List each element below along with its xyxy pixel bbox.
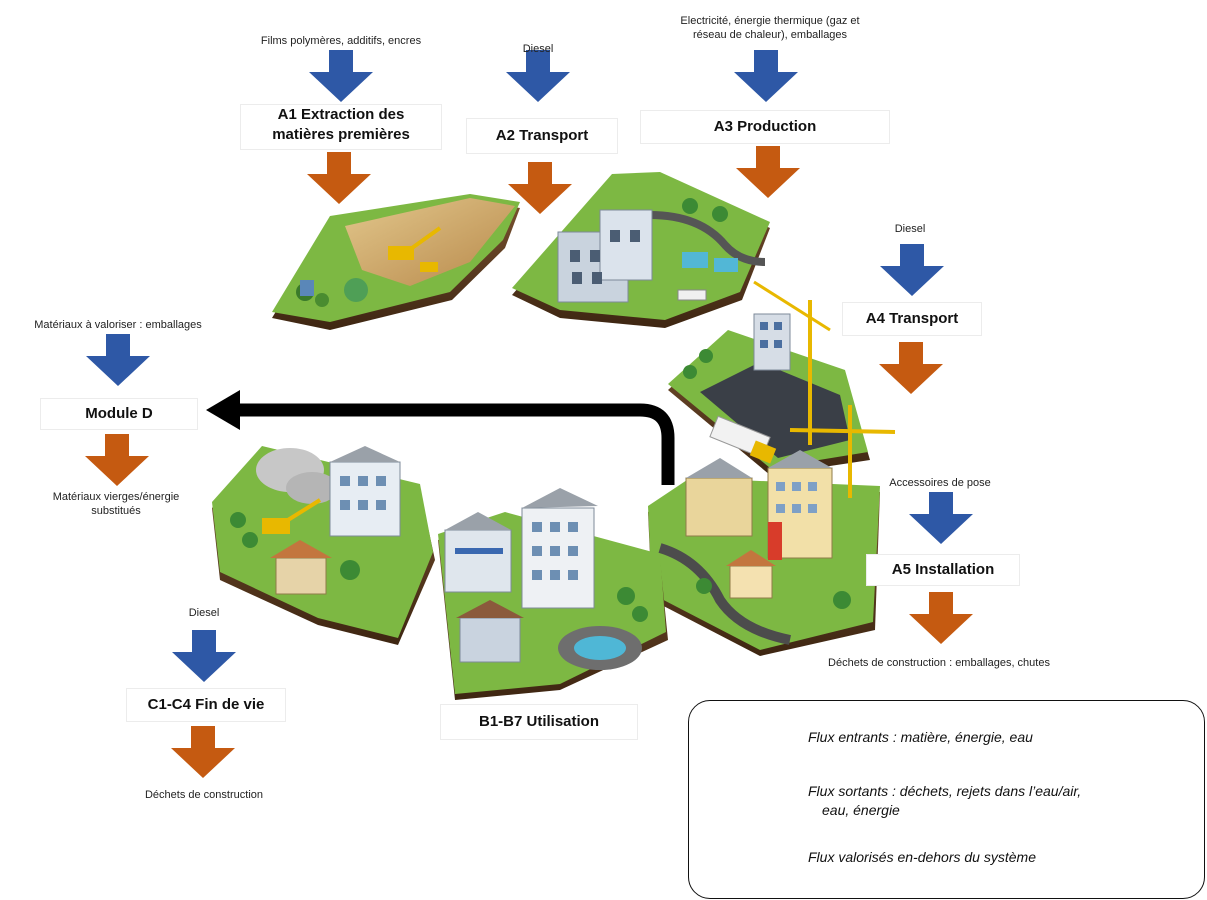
stage-a1-line1: A1 Extraction des [277, 106, 405, 123]
buildings-in-use-illustration [438, 488, 668, 700]
input-arrow-a5 [909, 492, 973, 544]
input-label-d: Matériaux à valoriser : emballages [34, 319, 202, 331]
input-label-a4: Diesel [894, 223, 926, 235]
input-label-a5: Accessoires de pose [889, 477, 991, 489]
stage-a4-label: A4 Transport [842, 302, 982, 336]
stage-a1-label: A1 Extraction des matières premières [240, 104, 442, 150]
input-arrow-c [172, 630, 236, 682]
input-arrow-d [86, 334, 150, 386]
legend-output-text-line2: eau, énergie [822, 801, 900, 818]
legend-input-text: Flux entrants : matière, énergie, eau [808, 729, 1033, 745]
output-label-a5: Déchets de construction : emballages, ch… [828, 657, 1050, 669]
input-arrow-a2 [506, 50, 570, 102]
factory-illustration [512, 172, 770, 328]
building-construction-illustration [648, 405, 896, 656]
output-label-d-line1: Matériaux vierges/énergie [52, 491, 180, 503]
output-arrow-a3 [736, 146, 800, 198]
demolition-illustration [212, 446, 435, 645]
legend-valorised-text: Flux valorisés en-dehors du système [808, 849, 1036, 865]
input-label-a2: Diesel [522, 43, 554, 55]
valorised-flow-arrow [236, 403, 675, 485]
output-arrow-a4 [879, 342, 943, 394]
truck-crane-site-illustration [668, 280, 870, 475]
stage-a5-label: A5 Installation [866, 554, 1020, 586]
input-label-c: Diesel [188, 607, 220, 619]
output-arrow-a2 [508, 162, 572, 214]
valorised-arrowhead [206, 390, 240, 430]
input-arrow-a1 [309, 50, 373, 102]
output-arrow-d [85, 434, 149, 486]
output-arrow-a1 [307, 152, 371, 204]
input-label-a3-line1: Electricité, énergie thermique (gaz et [680, 15, 860, 27]
stage-b-label: B1-B7 Utilisation [440, 704, 638, 740]
stage-d-label: Module D [40, 398, 198, 430]
legend-output-text-line1: Flux sortants : déchets, rejets dans l’e… [808, 783, 1082, 799]
stage-a2-label: A2 Transport [466, 118, 618, 154]
output-label-d: Matériaux vierges/énergie substitués [10, 490, 222, 519]
input-label-a1: Films polymères, additifs, encres [260, 35, 422, 47]
legend-output-text: Flux sortants : déchets, rejets dans l’e… [808, 782, 1188, 820]
legend-box [688, 700, 1205, 899]
input-arrow-a4 [880, 244, 944, 296]
output-label-c: Déchets de construction [144, 789, 263, 801]
output-label-d-line2: substitués [91, 505, 141, 518]
output-arrow-a5 [909, 592, 973, 644]
stage-a1-line2: matières premières [272, 126, 410, 144]
input-label-a3: Electricité, énergie thermique (gaz et r… [650, 14, 890, 43]
input-arrow-a3 [734, 50, 798, 102]
output-arrow-c [171, 726, 235, 778]
stage-a3-label: A3 Production [640, 110, 890, 144]
input-label-a3-line2: réseau de chaleur), emballages [692, 29, 848, 42]
stage-c-label: C1-C4 Fin de vie [126, 688, 286, 722]
quarry-excavator-illustration [272, 194, 520, 330]
